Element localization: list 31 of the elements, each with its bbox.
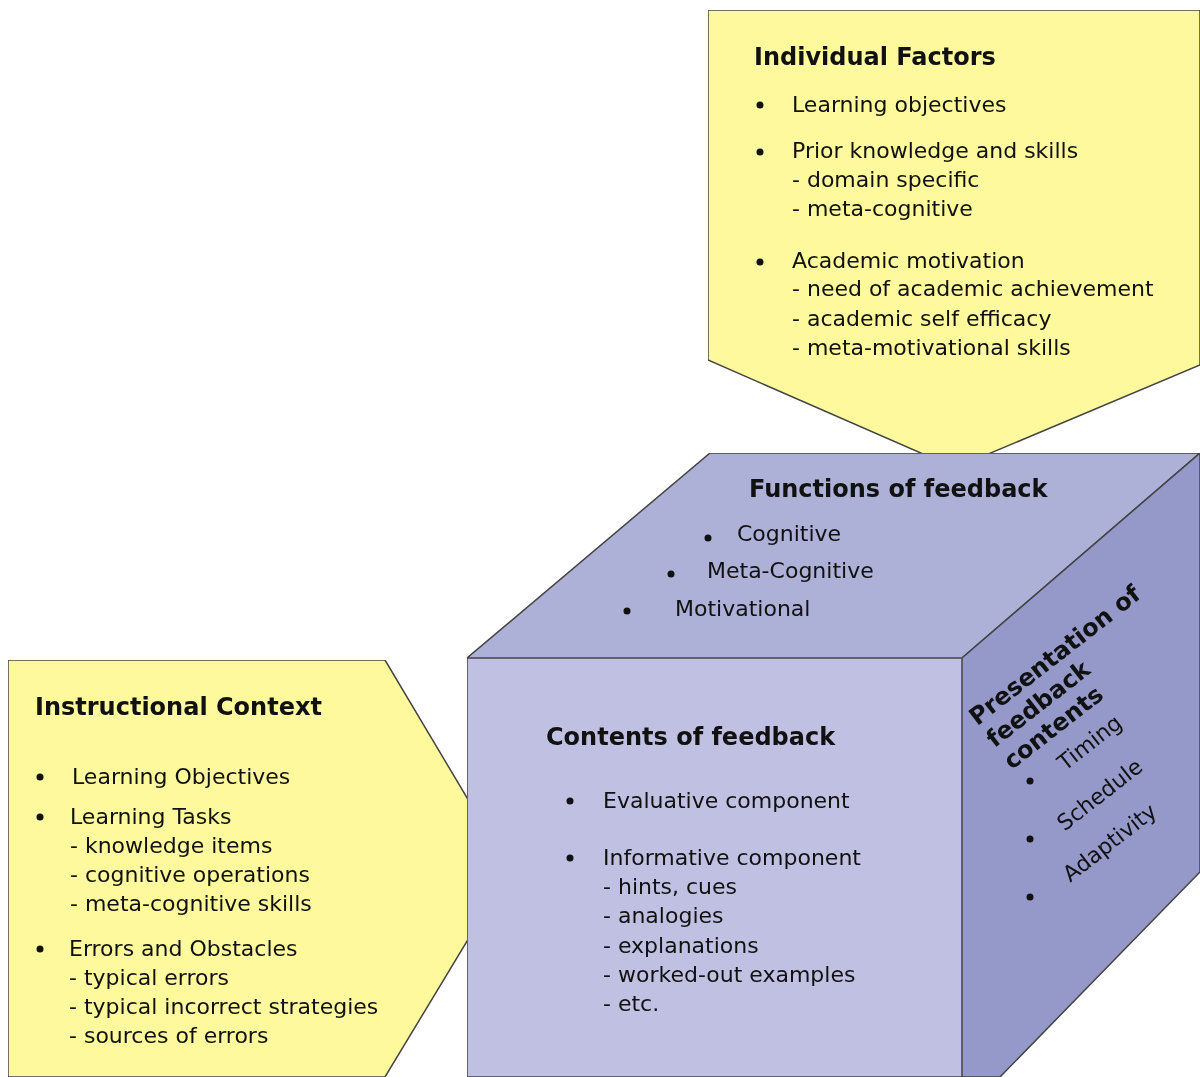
list-item-text: Learning objectives — [792, 91, 1007, 119]
list-item-text: - meta-cognitive — [792, 195, 973, 223]
list-item-text: - analogies — [603, 902, 724, 930]
list-item-text: - knowledge items — [70, 832, 273, 860]
list-item-text: Academic motivation — [792, 247, 1025, 275]
heading: Contents of feedback — [546, 723, 836, 751]
list-item-text: Motivational — [675, 595, 811, 623]
list-item-text: - etc. — [603, 990, 660, 1018]
list-item-text: - typical errors — [69, 964, 230, 992]
list-item-text: Meta-Cognitive — [707, 557, 874, 585]
list-item-text: - sources of errors — [69, 1022, 269, 1050]
heading: Individual Factors — [754, 43, 996, 71]
list-item-text: Prior knowledge and skills — [792, 137, 1079, 165]
list-item-text: - explanations — [603, 932, 759, 960]
list-item-text: Evaluative component — [603, 787, 850, 815]
list-item-text: Cognitive — [737, 520, 842, 548]
heading: Functions of feedback — [749, 475, 1048, 503]
list-item-text: - meta-motivational skills — [792, 334, 1071, 362]
list-item-text: - cognitive operations — [70, 861, 310, 889]
list-item-text: Learning Tasks — [70, 803, 232, 831]
list-item-text: Informative component — [603, 844, 861, 872]
list-item-text: - academic self efficacy — [792, 305, 1052, 333]
list-item-text: - worked-out examples — [603, 961, 856, 989]
list-item-text: - hints, cues — [603, 873, 738, 901]
list-item-text: Errors and Obstacles — [69, 935, 298, 963]
heading: Instructional Context — [35, 693, 322, 721]
list-item-text: Learning Objectives — [72, 763, 291, 791]
list-item-text: - typical incorrect strategies — [69, 993, 379, 1021]
list-item-text: - need of academic achievement — [792, 275, 1154, 303]
list-item-text: - domain specific — [792, 166, 980, 194]
list-item-text: - meta-cognitive skills — [70, 890, 312, 918]
